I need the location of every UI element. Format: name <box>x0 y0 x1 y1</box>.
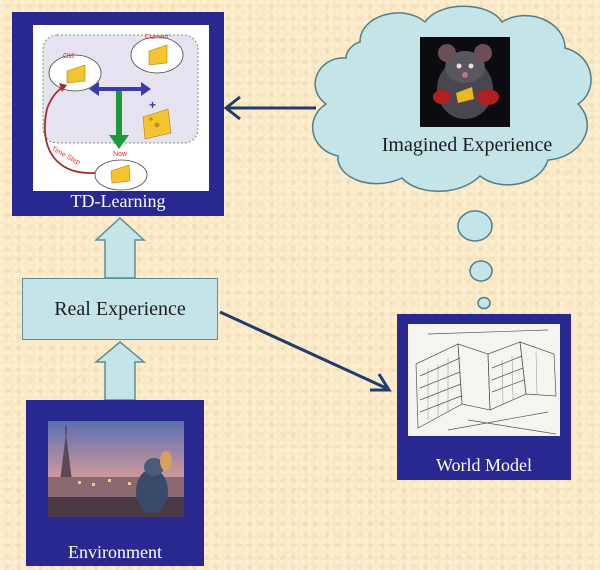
paris-rat-scene-image <box>48 421 184 517</box>
td-learning-panel: + Old Current Now Time Step TD-Learning <box>12 12 224 216</box>
td-learning-label: TD-Learning <box>70 191 166 211</box>
environment-panel: Environment <box>26 400 204 566</box>
world-model-panel: World Model <box>397 314 571 480</box>
world-model-label: World Model <box>435 455 533 475</box>
svg-text:Current: Current <box>145 34 168 41</box>
svg-text:Time Step: Time Step <box>50 146 81 167</box>
arrow-real-to-world-model-head <box>370 373 392 392</box>
td-learning-diagram-image: + Old Current Now Time Step <box>33 25 209 191</box>
real-experience-box: Real Experience <box>22 278 218 340</box>
cheese-icon <box>66 44 172 184</box>
environment-label: Environment <box>68 542 162 562</box>
svg-text:+: + <box>149 98 156 112</box>
arrow-real-to-td <box>94 216 146 279</box>
rat-with-cheese-photo <box>420 37 510 127</box>
svg-text:Now: Now <box>113 151 128 158</box>
arrow-imagined-to-td-head <box>223 95 241 121</box>
arrow-environment-to-real <box>93 341 147 401</box>
arrow-real-to-world-model <box>219 310 387 390</box>
imagined-experience-label: Imagined Experience <box>381 134 553 156</box>
city-sketch-image <box>408 324 560 436</box>
real-experience-label: Real Experience <box>54 298 186 320</box>
svg-text:Old: Old <box>63 53 74 60</box>
